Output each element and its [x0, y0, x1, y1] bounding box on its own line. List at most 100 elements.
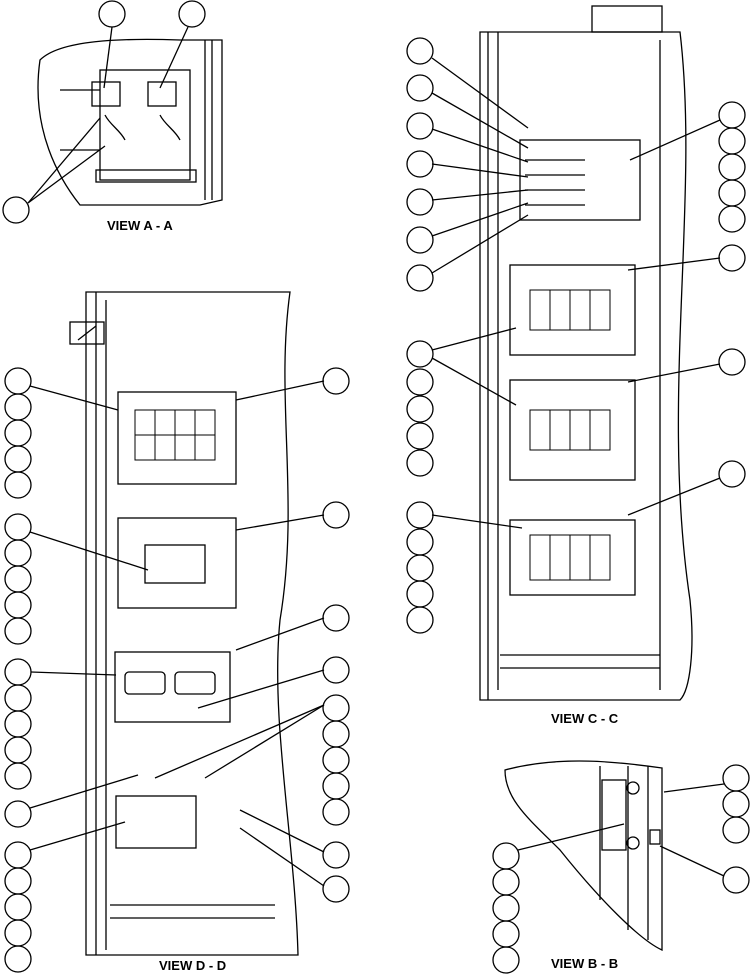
callout-circle	[4, 684, 32, 712]
callout-circle	[718, 205, 746, 233]
leader-line	[629, 119, 721, 161]
callout-circle	[4, 539, 32, 567]
callout-circle	[406, 368, 434, 396]
callout-circle	[718, 127, 746, 155]
callout-circle	[406, 150, 434, 178]
leader-line	[29, 385, 119, 411]
callout-circle	[4, 658, 32, 686]
leader-line	[30, 671, 117, 676]
leader-line	[29, 821, 126, 851]
callout-circle	[406, 501, 434, 529]
callout-circle	[322, 746, 350, 774]
callout-circle	[4, 419, 32, 447]
callout-circle	[406, 188, 434, 216]
callout-circle	[406, 37, 434, 65]
view-b-b-label: VIEW B - B	[551, 956, 619, 971]
callout-circle	[406, 395, 434, 423]
leader-line	[239, 827, 325, 887]
callout-circle	[4, 367, 32, 395]
callout-circle	[722, 790, 750, 818]
leader-line	[431, 357, 517, 406]
callout-circle	[718, 460, 746, 488]
view-d-d-label: VIEW D - D	[159, 958, 227, 973]
relay-board-grid	[134, 409, 216, 461]
callout-circle	[722, 764, 750, 792]
callout-circle	[4, 565, 32, 593]
callout-circle	[406, 340, 434, 368]
callout-circle	[322, 501, 350, 529]
leader-line	[659, 845, 725, 877]
callout-circle	[722, 816, 750, 844]
callout-circle	[492, 868, 520, 896]
leader-line	[29, 531, 149, 571]
leader-line	[627, 477, 721, 516]
view-a-a-label: VIEW A - A	[107, 218, 173, 233]
callout-circle	[492, 920, 520, 948]
callout-circle	[406, 554, 434, 582]
leader-line	[204, 704, 325, 779]
leader-line	[29, 774, 139, 809]
terminal-block	[525, 159, 585, 206]
callout-circle	[406, 606, 434, 634]
leader-line	[627, 363, 721, 383]
callout-circle	[406, 112, 434, 140]
callout-circle	[4, 445, 32, 473]
leader-line	[27, 145, 106, 204]
callout-circle	[4, 513, 32, 541]
callout-circle	[718, 348, 746, 376]
callout-circle	[322, 875, 350, 903]
callout-circle	[492, 842, 520, 870]
leader-line	[27, 117, 101, 204]
view-a-a-drawing	[37, 38, 223, 206]
callout-circle	[406, 580, 434, 608]
callout-circle	[4, 736, 32, 764]
callout-circle	[98, 0, 126, 28]
leader-line	[431, 214, 529, 274]
view-c-c-drawing	[479, 5, 693, 701]
view-d-d-drawing	[69, 291, 299, 956]
callout-circle	[178, 0, 206, 28]
callout-circle	[492, 894, 520, 922]
callout-circle	[718, 101, 746, 129]
callout-circle	[406, 264, 434, 292]
callout-circle	[4, 393, 32, 421]
relay-board-grid	[529, 289, 611, 581]
leader-line	[431, 163, 529, 178]
callout-circle	[406, 528, 434, 556]
callout-circle	[4, 841, 32, 869]
leader-line	[235, 514, 325, 531]
leader-line	[663, 783, 725, 793]
callout-circle	[406, 422, 434, 450]
view-d-d-callouts	[4, 367, 350, 973]
callout-circle	[718, 179, 746, 207]
callout-circle	[322, 367, 350, 395]
leader-line	[431, 128, 529, 163]
leader-line	[517, 823, 625, 851]
view-b-b-callouts	[492, 764, 750, 974]
view-c-c-label: VIEW C - C	[551, 711, 619, 726]
leader-line	[197, 669, 325, 709]
callout-circle	[4, 800, 32, 828]
callout-circle	[4, 867, 32, 895]
leader-line	[431, 514, 523, 529]
leader-line	[239, 809, 325, 853]
view-a-a-callouts	[2, 0, 206, 224]
callout-circle	[322, 798, 350, 826]
leader-line	[103, 26, 113, 89]
callout-circle	[4, 919, 32, 947]
callout-circle	[406, 74, 434, 102]
callout-circle	[322, 604, 350, 632]
callout-circle	[4, 591, 32, 619]
leader-line	[431, 92, 529, 149]
callout-circle	[322, 841, 350, 869]
callout-circle	[4, 617, 32, 645]
callout-circle	[2, 196, 30, 224]
leader-line	[235, 617, 325, 651]
callout-circle	[322, 656, 350, 684]
callout-circle	[718, 244, 746, 272]
view-b-b-drawing	[504, 760, 663, 952]
callout-circle	[722, 866, 750, 894]
callout-circle	[4, 945, 32, 973]
leader-line	[235, 380, 325, 401]
callout-circle	[4, 893, 32, 921]
